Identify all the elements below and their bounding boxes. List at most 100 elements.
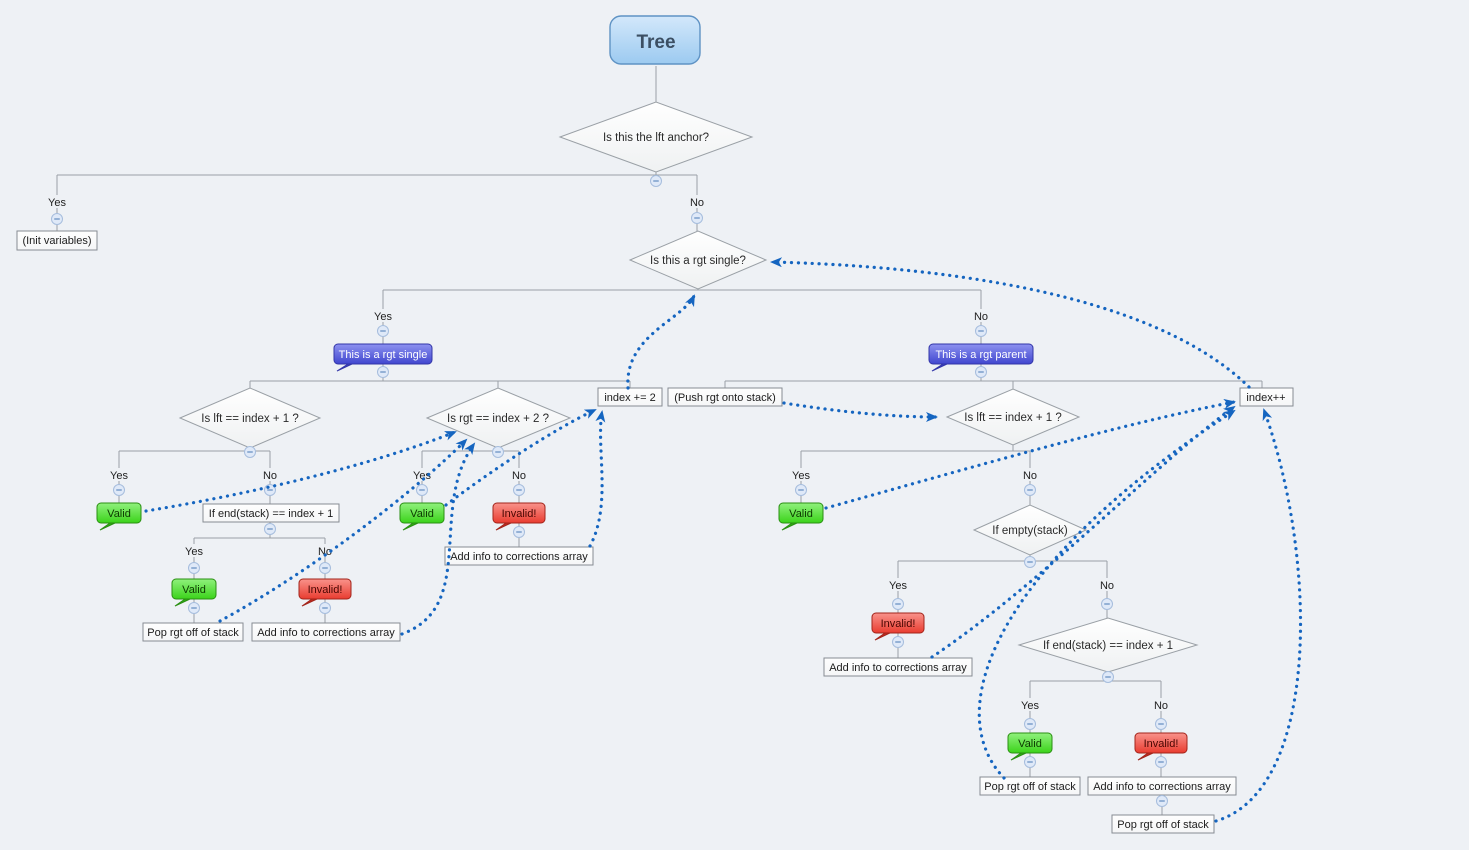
- node-push-rgt-shape: [667, 387, 783, 407]
- collapse-toggle-icon[interactable]: [795, 484, 807, 496]
- branch-label-no[interactable]: No: [1093, 578, 1121, 592]
- collapse-toggle-icon[interactable]: [319, 602, 331, 614]
- branch-label-yes[interactable]: Yes: [884, 578, 912, 592]
- node-rgt-parent[interactable]: This is a rgt parent: [928, 343, 1034, 372]
- collapse-toggle-icon[interactable]: [975, 325, 987, 337]
- branch-label-yes[interactable]: Yes: [180, 544, 208, 558]
- collapse-toggle-icon[interactable]: [1156, 795, 1168, 807]
- collapse-toggle-icon[interactable]: [377, 325, 389, 337]
- node-if-end-stack-box-shape: [202, 503, 340, 523]
- node-add-info-2[interactable]: Add info to corrections array: [444, 546, 594, 566]
- branch-label-no-text: No: [690, 197, 704, 209]
- node-tree-root-label: Tree: [636, 32, 675, 53]
- node-rgt-single-shape: [333, 343, 433, 365]
- node-pop-rgt-3-shape: [1111, 814, 1215, 834]
- node-index-plus2[interactable]: index += 2: [597, 387, 663, 407]
- collapse-toggle-icon[interactable]: [975, 366, 987, 378]
- node-valid-5-label: Valid: [1018, 738, 1042, 750]
- node-q-rgt-index2[interactable]: Is rgt == index + 2 ?: [425, 387, 572, 449]
- node-invalid-4[interactable]: Invalid!: [1134, 732, 1188, 761]
- branch-label-no-text: No: [318, 546, 332, 558]
- node-q-lft-anchor-label: Is this the lft anchor?: [603, 132, 709, 144]
- collapse-toggle-icon[interactable]: [513, 484, 525, 496]
- node-invalid-2[interactable]: Invalid!: [492, 502, 546, 531]
- node-add-info-4[interactable]: Add info to corrections array: [1087, 776, 1237, 796]
- node-tree-root[interactable]: Tree: [609, 15, 701, 65]
- node-invalid-1[interactable]: Invalid!: [298, 578, 352, 607]
- branch-label-yes[interactable]: Yes: [369, 309, 397, 323]
- branch-label-no[interactable]: No: [967, 309, 995, 323]
- collapse-toggle-icon[interactable]: [1101, 598, 1113, 610]
- node-if-end-stack-box[interactable]: If end(stack) == index + 1: [202, 503, 340, 523]
- branch-label-no[interactable]: No: [311, 544, 339, 558]
- collapse-toggle-icon[interactable]: [1155, 718, 1167, 730]
- collapse-toggle-icon[interactable]: [1102, 671, 1114, 683]
- node-valid-5[interactable]: Valid: [1007, 732, 1053, 761]
- collapse-toggle-icon[interactable]: [1024, 556, 1036, 568]
- node-init-variables[interactable]: (Init variables): [16, 230, 98, 251]
- collapse-toggle-icon[interactable]: [691, 212, 703, 224]
- collapse-toggle-icon[interactable]: [1024, 756, 1036, 768]
- collapse-toggle-icon[interactable]: [188, 562, 200, 574]
- collapse-toggle-icon[interactable]: [264, 523, 276, 535]
- node-push-rgt[interactable]: (Push rgt onto stack): [667, 387, 783, 407]
- node-index-plusplus[interactable]: index++: [1239, 387, 1294, 407]
- node-pop-rgt-1[interactable]: Pop rgt off of stack: [142, 622, 244, 642]
- node-invalid-4-label: Invalid!: [1144, 738, 1179, 750]
- label-mask: [787, 468, 815, 481]
- node-rgt-single[interactable]: This is a rgt single: [333, 343, 433, 372]
- collapse-toggle-icon[interactable]: [416, 484, 428, 496]
- node-valid-5-shape: [1007, 732, 1053, 754]
- branch-label-yes[interactable]: Yes: [787, 468, 815, 482]
- node-valid-1[interactable]: Valid: [96, 502, 142, 531]
- collapse-toggle-icon[interactable]: [892, 636, 904, 648]
- collapse-toggle-icon[interactable]: [1155, 756, 1167, 768]
- branch-label-no-text: No: [1023, 470, 1037, 482]
- branch-label-no[interactable]: No: [1016, 468, 1044, 482]
- node-valid-3[interactable]: Valid: [399, 502, 445, 531]
- node-if-empty-stack[interactable]: If empty(stack): [972, 504, 1088, 556]
- branch-label-no-text: No: [1100, 580, 1114, 592]
- collapse-toggle-icon[interactable]: [513, 526, 525, 538]
- node-q-lft-index1-left-label: Is lft == index + 1 ?: [201, 413, 299, 425]
- collapse-toggle-icon[interactable]: [188, 602, 200, 614]
- collapse-toggle-icon[interactable]: [892, 598, 904, 610]
- branch-label-yes[interactable]: Yes: [1016, 698, 1044, 712]
- collapse-toggle-icon[interactable]: [113, 484, 125, 496]
- branch-label-yes[interactable]: Yes: [43, 195, 71, 209]
- node-add-info-1[interactable]: Add info to corrections array: [251, 622, 401, 642]
- node-if-end-stack-diamond[interactable]: If end(stack) == index + 1: [1017, 617, 1199, 673]
- node-q-lft-index1-right[interactable]: Is lft == index + 1 ?: [945, 388, 1081, 446]
- node-q-rgt-single[interactable]: Is this a rgt single?: [628, 230, 768, 290]
- label-mask: [369, 309, 397, 322]
- branch-label-no[interactable]: No: [683, 195, 711, 209]
- collapse-toggle-icon[interactable]: [244, 446, 256, 458]
- collapse-toggle-icon[interactable]: [377, 366, 389, 378]
- branch-label-no[interactable]: No: [256, 468, 284, 482]
- node-q-rgt-single-shape: [628, 230, 768, 290]
- node-pop-rgt-2[interactable]: Pop rgt off of stack: [979, 776, 1081, 796]
- cross-link-addinfo2-to-index-plus2: [588, 410, 606, 548]
- collapse-toggle-icon[interactable]: [1024, 484, 1036, 496]
- node-q-lft-index1-left-shape: [178, 387, 322, 449]
- branch-label-yes[interactable]: Yes: [105, 468, 133, 482]
- branch-label-no[interactable]: No: [1147, 698, 1175, 712]
- node-invalid-3[interactable]: Invalid!: [871, 612, 925, 641]
- branch-label-no[interactable]: No: [505, 468, 533, 482]
- collapse-toggle-icon[interactable]: [51, 213, 63, 225]
- collapse-toggle-icon[interactable]: [319, 562, 331, 574]
- node-init-variables-shape: [16, 230, 98, 251]
- node-q-lft-index1-left[interactable]: Is lft == index + 1 ?: [178, 387, 322, 449]
- node-valid-4[interactable]: Valid: [778, 502, 824, 531]
- collapse-toggle-icon[interactable]: [492, 446, 504, 458]
- collapse-toggle-icon[interactable]: [1024, 718, 1036, 730]
- branch-label-yes[interactable]: Yes: [408, 468, 436, 482]
- node-q-lft-anchor[interactable]: Is this the lft anchor?: [558, 101, 754, 173]
- node-pop-rgt-3-label: Pop rgt off of stack: [1117, 819, 1209, 831]
- node-q-rgt-index2-shape: [425, 387, 572, 449]
- cross-link-valid4-to-index-plusplus: [824, 398, 1236, 510]
- node-add-info-3[interactable]: Add info to corrections array: [823, 657, 973, 677]
- node-valid-2[interactable]: Valid: [171, 578, 217, 607]
- collapse-toggle-icon[interactable]: [650, 175, 662, 187]
- node-pop-rgt-3[interactable]: Pop rgt off of stack: [1111, 814, 1215, 834]
